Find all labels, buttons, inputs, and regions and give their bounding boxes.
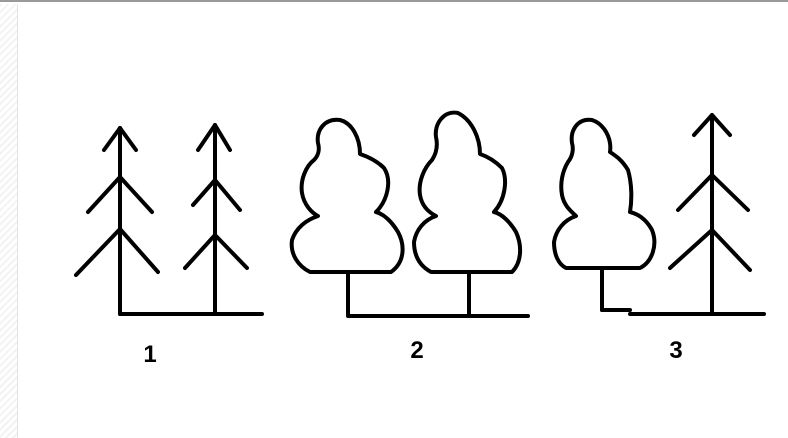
- ground-line: [600, 308, 766, 316]
- group-2-label: 2: [410, 337, 423, 364]
- group-3-label: 3: [669, 337, 682, 364]
- group-1: [74, 123, 264, 316]
- group-1-label: 1: [143, 341, 156, 368]
- group-2: [289, 110, 530, 318]
- frame-left-edge: [0, 4, 18, 438]
- conifer-tree: [668, 113, 752, 316]
- deciduous-tree: [412, 110, 523, 316]
- conifer-tree: [183, 123, 249, 316]
- conifer-tree: [74, 126, 160, 316]
- group-3: [552, 113, 766, 316]
- deciduous-tree: [289, 117, 405, 316]
- deciduous-tree: [552, 117, 657, 312]
